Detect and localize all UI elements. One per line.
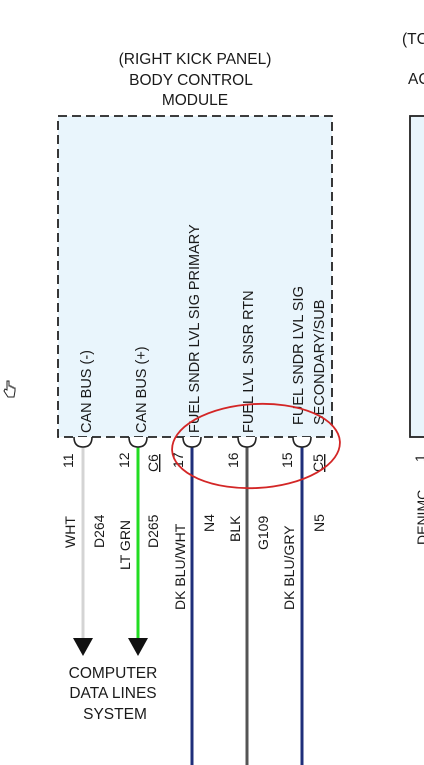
pin-label-can-bus-plus: CAN BUS (+): [134, 346, 150, 433]
wire-color-dk-blu-gry: DK BLU/GRY: [281, 525, 297, 610]
circuit-d265: D265: [145, 514, 161, 548]
circuit-n5: N5: [311, 514, 327, 532]
module-title-line-2: BODY CONTROL: [129, 72, 253, 89]
adjacent-module-label: DENIMC: [414, 490, 424, 545]
wire-color-lt-grn: LT GRN: [117, 520, 133, 570]
wires-group: [81, 446, 304, 765]
pin-label-fuel-lvl-snsr-rtn: FUEL LVL SNSR RTN: [241, 290, 257, 433]
circuit-n4: N4: [201, 514, 217, 532]
adjacent-pin-number: 1: [412, 454, 424, 462]
module-title-line-1: (RIGHT KICK PANEL): [119, 51, 272, 68]
wire-color-wht: WHT: [62, 516, 78, 548]
pin-label-fuel-sndr-secondary-1: FUEL SNDR LVL SIG: [291, 286, 307, 425]
adjacent-module-title-1: (TC: [402, 31, 424, 48]
adjacent-module-box: [409, 115, 424, 438]
pin-label-fuel-sndr-primary: FUEL SNDR LVL SIG PRIMARY: [187, 224, 203, 433]
arrow-down-icon-d265: [128, 638, 148, 656]
terminal-pin-12: [128, 436, 148, 448]
pin-number-15: 15: [279, 452, 295, 468]
connector-id-c5: C5: [310, 454, 326, 472]
destination-line-1: COMPUTER: [69, 665, 158, 682]
terminal-pin-16: [237, 436, 257, 448]
pointer-hand-icon: [3, 380, 16, 398]
terminals-group: [73, 436, 312, 448]
connector-id-c6: C6: [145, 454, 161, 472]
destination-line-2: DATA LINES: [69, 685, 156, 702]
terminal-pin-17: [182, 436, 202, 448]
wire-color-dk-blu-wht: DK BLU/WHT: [172, 523, 188, 610]
adjacent-module-title-2: AC: [408, 71, 424, 88]
wire-color-blk: BLK: [227, 515, 243, 542]
circuit-d264: D264: [91, 514, 107, 548]
pin-number-11: 11: [60, 453, 76, 468]
pin-label-fuel-sndr-secondary-2: SECONDARY/SUB: [312, 300, 328, 425]
module-title-line-3: MODULE: [162, 92, 228, 109]
arrow-down-icon-d264: [73, 638, 93, 656]
terminal-pin-11: [73, 436, 93, 448]
terminal-pin-15: [292, 436, 312, 448]
pin-number-12: 12: [116, 452, 132, 468]
pin-label-can-bus-minus: CAN BUS (-): [79, 350, 95, 433]
body-control-module-box: [57, 115, 333, 438]
destination-line-3: SYSTEM: [83, 706, 147, 723]
annotation-ellipse: [171, 402, 341, 490]
pin-number-16: 16: [225, 452, 241, 468]
circuit-g109: G109: [255, 516, 271, 550]
